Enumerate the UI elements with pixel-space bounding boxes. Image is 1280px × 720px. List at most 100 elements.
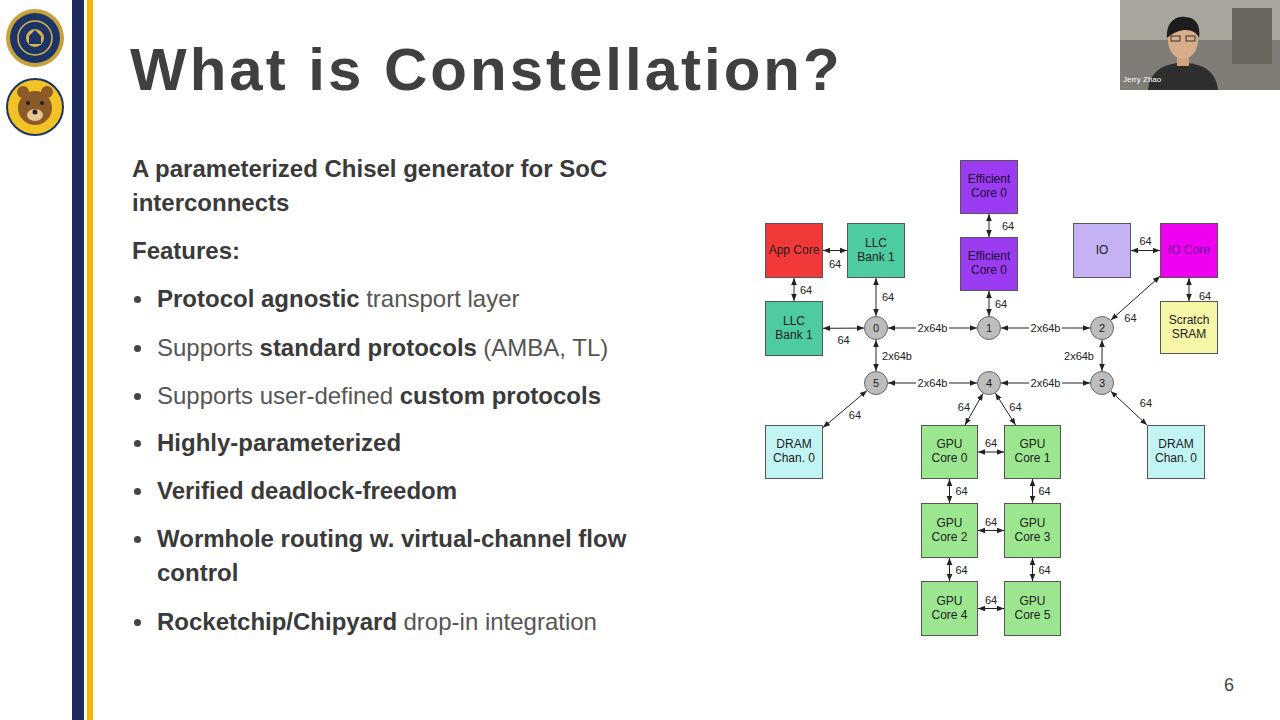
router-node: 1: [977, 316, 1001, 340]
link-arrow: [794, 278, 795, 301]
bandwidth-label: 64: [1038, 564, 1050, 576]
bandwidth-label: 2x64b: [1029, 322, 1063, 334]
bandwidth-label: 64: [1140, 397, 1152, 409]
link-arrow: [989, 291, 990, 316]
bullet-keyword: Rocketchip/Chipyard: [157, 608, 397, 635]
link-arrow: [876, 278, 877, 316]
block-box: IO Core: [1160, 223, 1218, 278]
bullet-item: Supportsstandard protocols(AMBA, TL): [157, 331, 608, 365]
page-number: 6: [1224, 675, 1234, 695]
bandwidth-label: 64: [1038, 485, 1050, 497]
bandwidth-label: 64: [1002, 220, 1014, 232]
router-node: 5: [864, 371, 888, 395]
bandwidth-label: 64: [955, 485, 967, 497]
bullet-keyword: custom protocols: [400, 382, 601, 409]
bandwidth-label: 64: [1139, 235, 1151, 247]
section-heading: Features:: [132, 234, 432, 268]
bandwidth-label: 64: [985, 437, 997, 449]
block-label: GPU Core 4: [926, 595, 973, 623]
webcam-feed: [1120, 0, 1280, 90]
block-label: GPU Core 1: [1009, 438, 1056, 466]
bullet-item: Verified deadlock-freedom: [157, 474, 457, 508]
link-arrow: [978, 608, 1004, 609]
bandwidth-label: 2x64b: [916, 377, 950, 389]
block-box: Efficient Core 0: [960, 237, 1018, 291]
link-arrow: [1131, 250, 1160, 251]
bandwidth-label: 64: [882, 291, 894, 303]
bandwidth-label: 64: [1199, 290, 1211, 302]
block-box: GPU Core 3: [1004, 503, 1061, 558]
link-arrow: [989, 214, 990, 237]
bullet-dot: [134, 296, 141, 303]
router-number: 0: [873, 323, 879, 334]
bullet-item: Wormhole routing w. virtual-channel flow…: [157, 522, 667, 590]
bullet-dot: [134, 488, 141, 495]
bandwidth-label: 64: [849, 409, 861, 421]
block-box: GPU Core 5: [1004, 581, 1061, 636]
router-number: 3: [1099, 378, 1105, 389]
bullet-text: Supports user-defined: [157, 382, 393, 409]
bullet-text: drop-in integration: [404, 608, 597, 635]
block-label: DRAM Chan. 0: [770, 438, 818, 466]
block-label: DRAM Chan. 0: [1152, 438, 1200, 466]
link-arrow: [978, 530, 1004, 531]
bullet-text: transport layer: [366, 285, 519, 312]
bullet-item: Supports user-defined custom protocols: [157, 379, 601, 413]
bullet-text: (AMBA, TL): [483, 334, 608, 361]
university-seal: [6, 9, 64, 67]
bandwidth-label: 64: [800, 284, 812, 296]
bandwidth-label: 2x64b: [916, 322, 950, 334]
link-arrow: [1189, 278, 1190, 301]
block-box: Scratch SRAM: [1160, 301, 1218, 354]
link-arrow: [1102, 340, 1103, 371]
block-box: App Core: [765, 223, 823, 278]
gold-bar: [87, 0, 93, 720]
block-label: IO Core: [1168, 244, 1210, 258]
bandwidth-label: 64: [985, 516, 997, 528]
bandwidth-label: 64: [958, 401, 970, 413]
bullet-keyword: Protocol agnostic: [157, 285, 360, 312]
block-label: Efficient Core 0: [965, 250, 1013, 278]
block-box: LLC Bank 1: [847, 223, 905, 278]
bandwidth-label: 64: [837, 334, 849, 346]
bullet-dot: [134, 536, 141, 543]
bullet-dot: [134, 345, 141, 352]
link-arrow: [978, 452, 1004, 453]
block-label: GPU Core 5: [1009, 595, 1056, 623]
link-arrow: [1032, 558, 1033, 581]
bullet-keyword: Wormhole routing w. virtual-channel flow…: [157, 525, 626, 586]
bear-logo: [7, 79, 63, 135]
bullet-keyword: Highly-parameterized: [157, 429, 401, 456]
bandwidth-label: 2x64b: [1029, 377, 1063, 389]
bullet-text: Supports: [157, 334, 253, 361]
block-box: GPU Core 0: [921, 425, 978, 479]
block-box: GPU Core 4: [921, 581, 978, 636]
bullet-item: Protocol agnostictransport layer: [157, 282, 520, 316]
block-box: Efficient Core 0: [960, 160, 1018, 214]
link-arrow: [1032, 479, 1033, 503]
block-label: GPU Core 3: [1009, 517, 1056, 545]
router-number: 4: [986, 378, 992, 389]
bandwidth-label: 64: [829, 258, 841, 270]
bullet-item: Highly-parameterized: [157, 426, 401, 460]
bullet-dot: [134, 619, 141, 626]
bandwidth-label: 2x64b: [1064, 350, 1094, 362]
link-arrow: [949, 479, 950, 503]
bullet-keyword: Verified deadlock-freedom: [157, 477, 457, 504]
block-box: DRAM Chan. 0: [765, 425, 823, 479]
block-box: GPU Core 1: [1004, 425, 1061, 479]
block-box: DRAM Chan. 0: [1147, 425, 1205, 479]
block-label: Scratch SRAM: [1165, 314, 1213, 342]
router-node: 3: [1090, 371, 1114, 395]
router-number: 2: [1099, 323, 1105, 334]
link-arrow: [823, 328, 864, 329]
block-box: GPU Core 2: [921, 503, 978, 558]
block-label: App Core: [769, 244, 820, 258]
block-label: GPU Core 0: [926, 438, 973, 466]
bullet-dot: [134, 440, 141, 447]
block-label: GPU Core 2: [926, 517, 973, 545]
slide-title: What is Constellation?: [130, 40, 843, 100]
bandwidth-label: 64: [1124, 312, 1136, 324]
block-label: LLC Bank 1: [852, 237, 900, 265]
block-label: IO: [1096, 244, 1109, 258]
